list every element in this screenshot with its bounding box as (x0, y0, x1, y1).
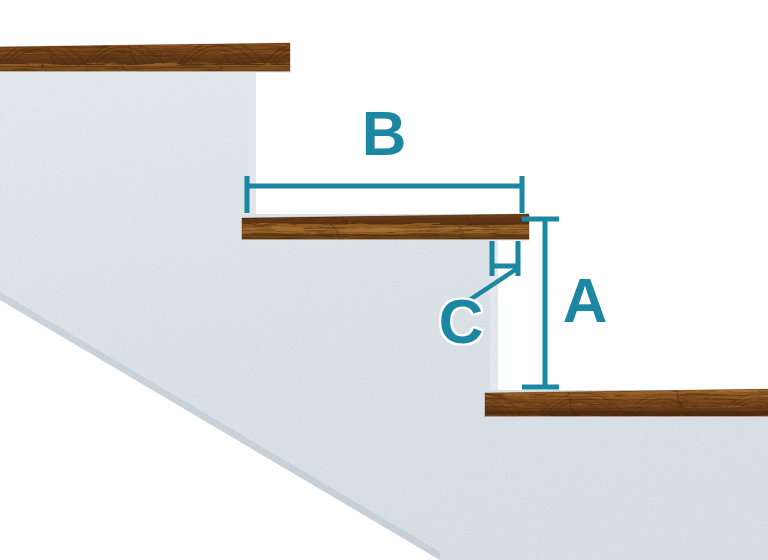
label-nosing: C (439, 288, 484, 357)
riser-height-dimension (522, 216, 559, 390)
label-tread-depth: B (362, 100, 407, 169)
c-leader-line (466, 266, 520, 303)
concrete-stringer (0, 70, 768, 560)
label-riser-height: A (563, 267, 608, 336)
nosing-overhang-dimension (466, 241, 521, 303)
tread-depth-dimension (244, 176, 525, 213)
